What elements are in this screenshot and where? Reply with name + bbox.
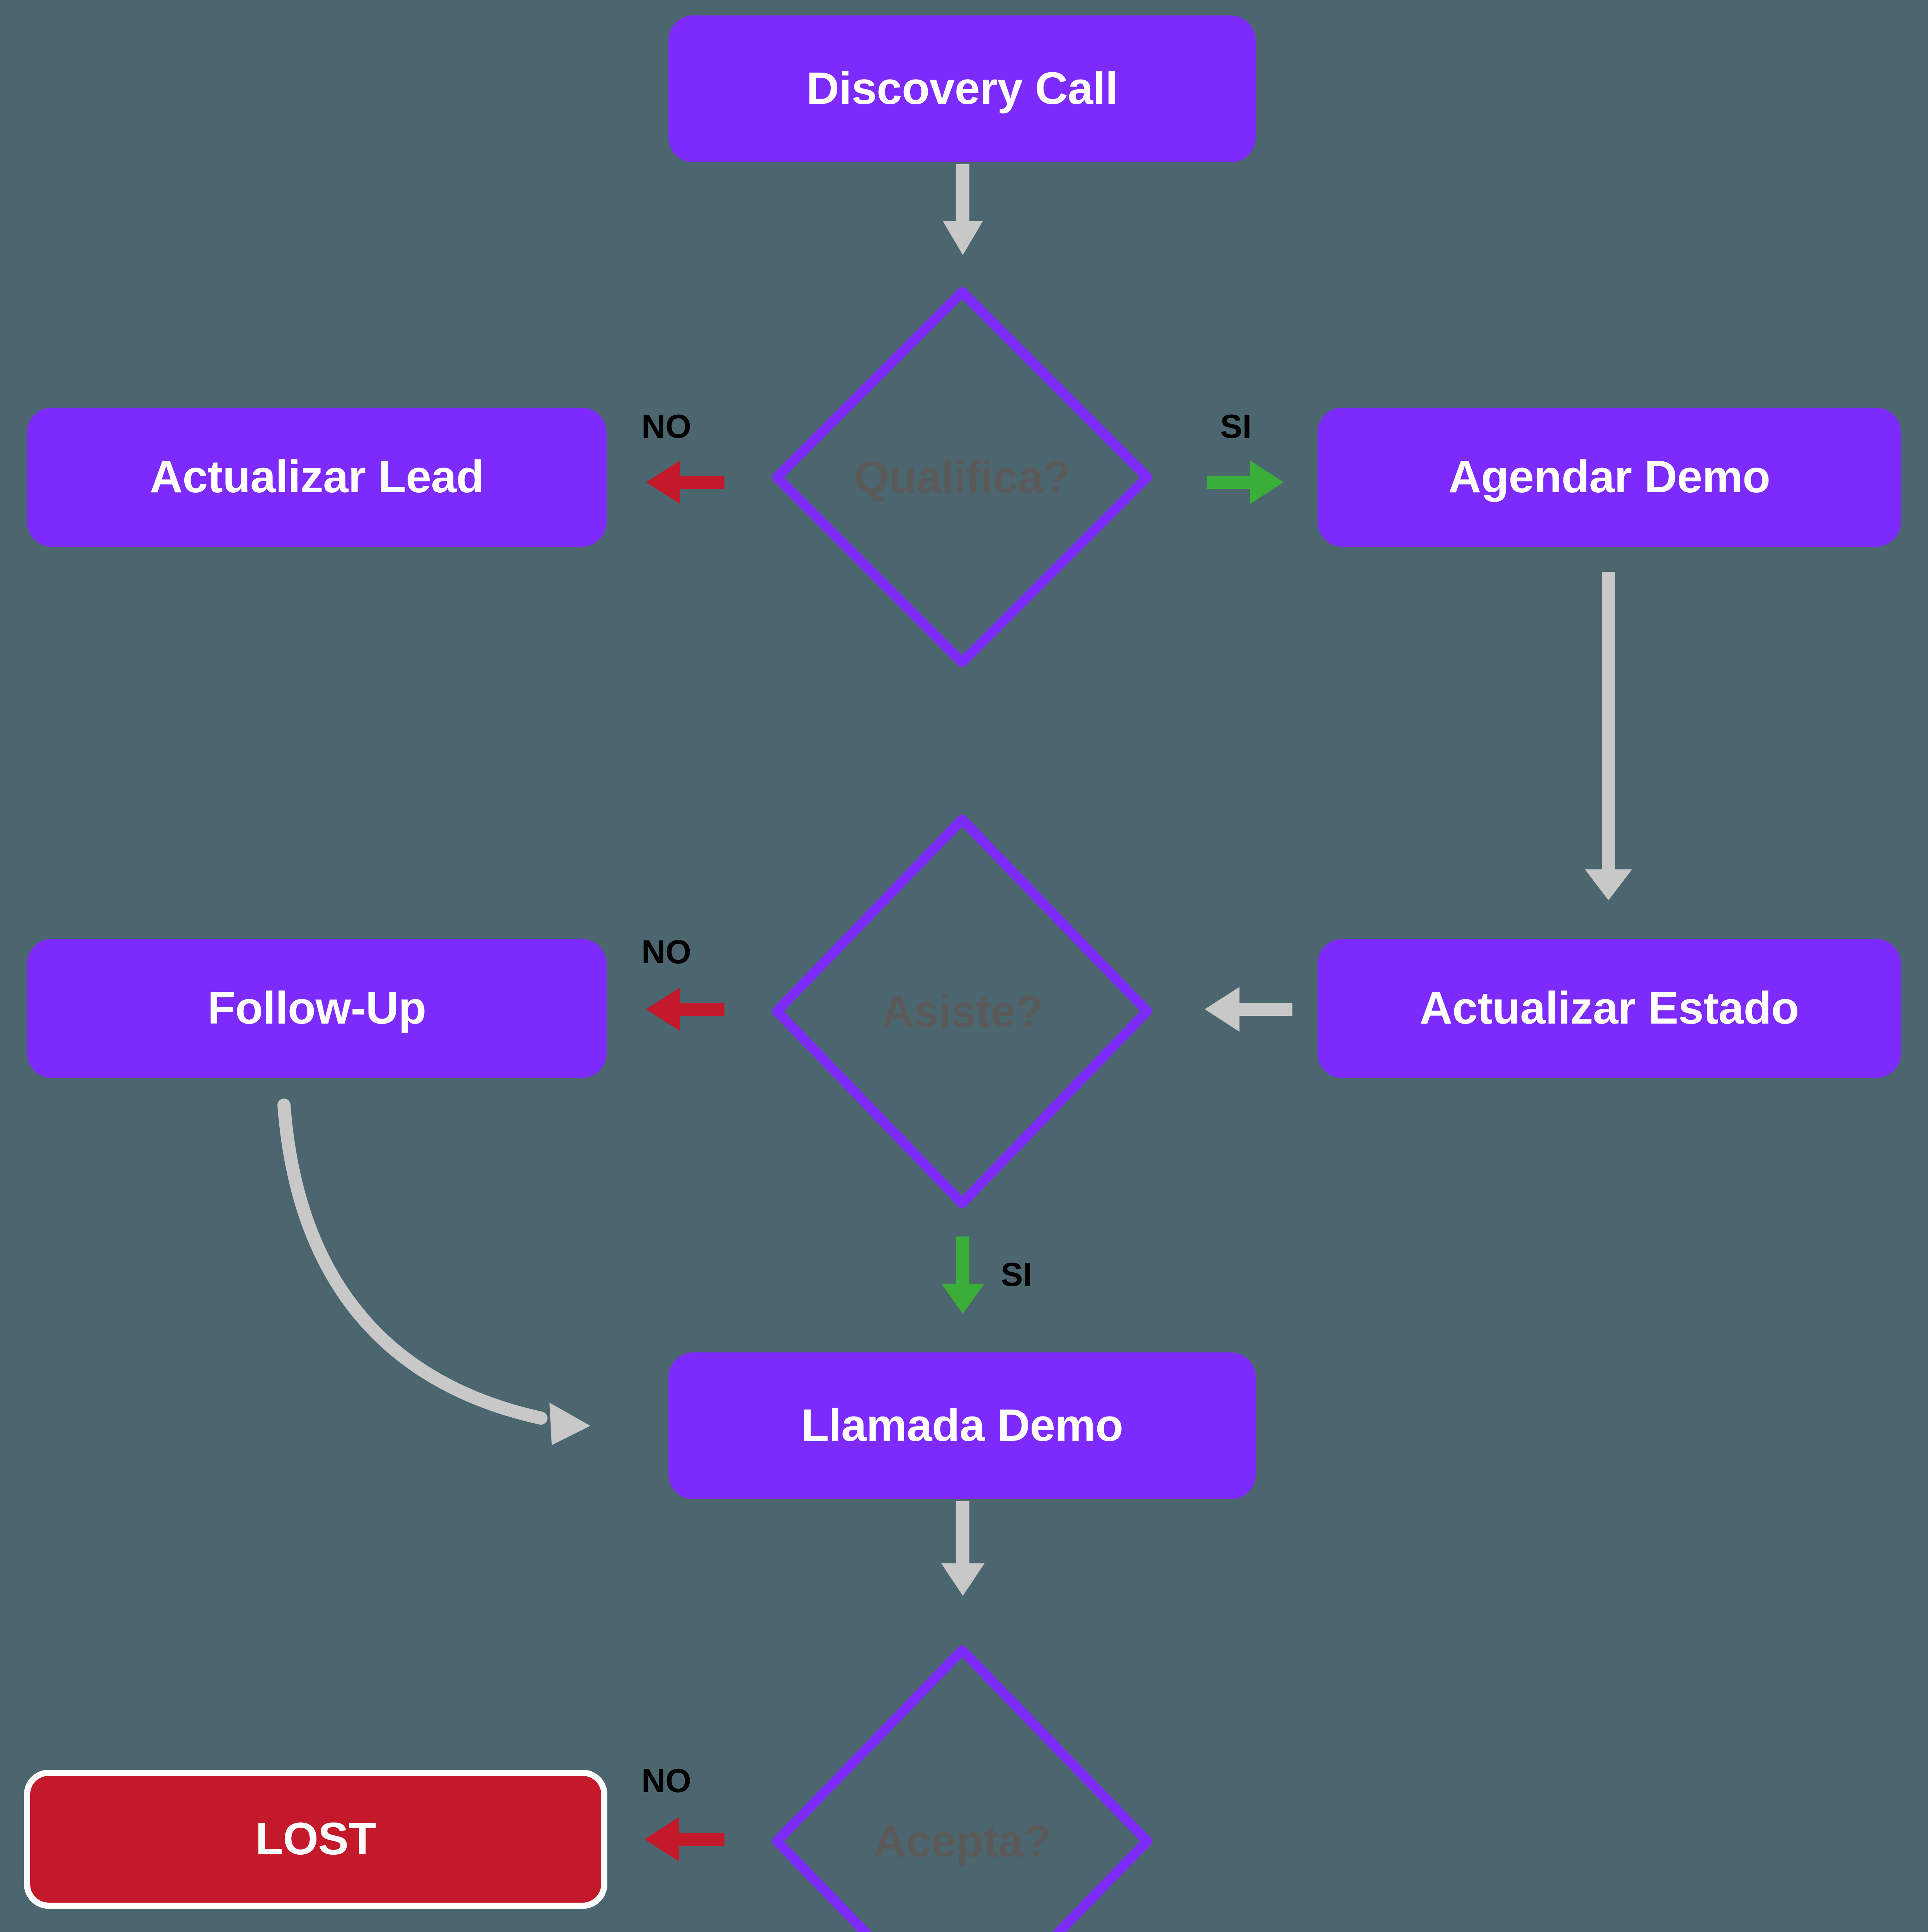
diamond-shape xyxy=(772,1645,1152,1932)
diamond-shape xyxy=(772,287,1152,667)
edge-acepta-to-lost xyxy=(644,1817,724,1862)
edge-label-no-qualifica: NO xyxy=(641,408,691,445)
node-label: Qualifica? xyxy=(853,452,1071,503)
edge-agendar-demo-to-actualizar-estado xyxy=(1585,572,1632,900)
edge-label-si-asiste: SI xyxy=(1001,1256,1032,1293)
node-asiste-decision[interactable]: Asiste? xyxy=(767,810,1157,1213)
edge-label-no-acepta: NO xyxy=(641,1762,691,1799)
edge-qualifica-to-actualizar-lead xyxy=(646,461,724,504)
node-discovery-call[interactable]: Discovery Call xyxy=(668,15,1256,162)
edge-asiste-to-llamada-demo xyxy=(941,1236,984,1314)
node-label: Discovery Call xyxy=(806,63,1118,114)
diamond-shape xyxy=(772,815,1152,1208)
node-label: Agendar Demo xyxy=(1448,451,1770,503)
edge-discovery-to-qualifica xyxy=(943,164,983,255)
edge-label-no-asiste: NO xyxy=(641,934,691,971)
node-label: Actualizar Lead xyxy=(150,451,484,503)
node-actualizar-estado[interactable]: Actualizar Estado xyxy=(1318,939,1901,1078)
node-acepta-decision[interactable]: Acepta? xyxy=(767,1640,1157,1932)
node-label: Asiste? xyxy=(881,986,1043,1037)
node-agendar-demo[interactable]: Agendar Demo xyxy=(1318,408,1901,547)
node-label: LOST xyxy=(255,1813,376,1865)
node-lost[interactable]: LOST xyxy=(24,1770,607,1909)
node-label: Follow-Up xyxy=(207,983,426,1034)
edge-llamada-demo-to-acepta xyxy=(941,1501,984,1596)
node-actualizar-lead[interactable]: Actualizar Lead xyxy=(27,408,607,547)
node-label: Acepta? xyxy=(873,1816,1051,1867)
node-llamada-demo[interactable]: Llamada Demo xyxy=(668,1352,1256,1499)
edge-asiste-to-follow-up xyxy=(646,988,724,1031)
edge-actualizar-estado-to-asiste xyxy=(1205,987,1292,1032)
node-label: Actualizar Estado xyxy=(1420,983,1799,1034)
node-label: Llamada Demo xyxy=(801,1400,1123,1451)
node-follow-up[interactable]: Follow-Up xyxy=(27,939,607,1078)
edge-qualifica-to-agendar-demo xyxy=(1207,461,1284,504)
edge-label-si-qualifica: SI xyxy=(1220,408,1252,445)
node-qualifica-decision[interactable]: Qualifica? xyxy=(767,282,1157,672)
edge-follow-up-to-llamada-demo xyxy=(277,1099,590,1445)
